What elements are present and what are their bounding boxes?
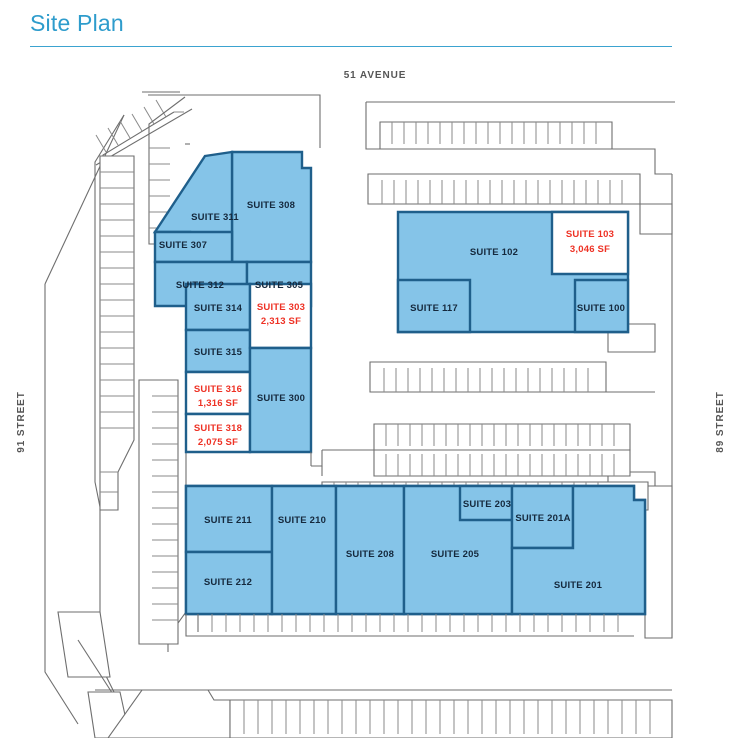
suite-201-label: SUITE 201 xyxy=(554,580,603,591)
suite-100-shape[interactable] xyxy=(573,278,630,334)
suite-203-label: SUITE 203 xyxy=(463,499,511,510)
suite-210-shape[interactable] xyxy=(270,484,338,616)
suite-117-label: SUITE 117 xyxy=(410,303,458,314)
suite-211-label: SUITE 211 xyxy=(204,515,252,526)
parking-row-west-column-3 xyxy=(138,379,179,645)
suite-117-shape[interactable] xyxy=(396,278,472,334)
suite-307-label: SUITE 307 xyxy=(159,240,207,251)
title-divider xyxy=(30,46,672,47)
suite-303-label: SUITE 303 xyxy=(257,302,305,313)
suite-318-label: SUITE 318 xyxy=(194,423,242,434)
suite-103-area: 3,046 SF xyxy=(570,244,610,255)
suite-201-shape[interactable] xyxy=(510,484,647,616)
parking-island-southwest xyxy=(57,611,131,738)
south-building: SUITE 211 SUITE 212 SUITE 210 SUITE 208 … xyxy=(184,484,647,616)
suite-312-label: SUITE 312 xyxy=(176,280,224,291)
street-label-top: 51 AVENUE xyxy=(344,70,407,81)
suite-314-label: SUITE 314 xyxy=(194,303,243,314)
suite-102-label: SUITE 102 xyxy=(470,247,518,258)
suite-103-label: SUITE 103 xyxy=(566,229,614,240)
suite-300-label: SUITE 300 xyxy=(257,393,305,404)
street-label-left: 91 STREET xyxy=(16,391,27,452)
suite-201a-label: SUITE 201A xyxy=(515,513,570,524)
north-building: SUITE 102 SUITE 103 3,046 SF SUITE 117 S… xyxy=(396,210,630,334)
parking-row-north-1 xyxy=(365,101,675,175)
suite-316-area: 1,316 SF xyxy=(198,398,238,409)
site-plan-drawing: 51 AVENUE 91 STREET 89 STREET xyxy=(16,70,726,738)
parking-row-west-column-1 xyxy=(99,155,135,511)
suite-212-label: SUITE 212 xyxy=(204,577,252,588)
suite-103-shape[interactable] xyxy=(550,210,630,276)
suite-308-label: SUITE 308 xyxy=(247,200,295,211)
suite-305-label: SUITE 305 xyxy=(255,280,304,291)
suite-311-label: SUITE 311 xyxy=(191,212,239,223)
west-building: SUITE 308 SUITE 311 SUITE 307 SUITE 312 … xyxy=(152,150,313,454)
suite-318-area: 2,075 SF xyxy=(198,437,238,448)
suite-100-label: SUITE 100 xyxy=(577,303,625,314)
suite-303-area: 2,313 SF xyxy=(261,316,301,327)
page-title: Site Plan xyxy=(30,10,124,36)
street-label-right: 89 STREET xyxy=(715,391,726,452)
suite-210-label: SUITE 210 xyxy=(278,515,326,526)
parking-row-south-2 xyxy=(95,689,673,738)
suite-316-label: SUITE 316 xyxy=(194,384,242,395)
suite-315-label: SUITE 315 xyxy=(194,347,243,358)
suite-208-label: SUITE 208 xyxy=(346,549,394,560)
parking-row-south-1 xyxy=(185,614,634,637)
suite-205-label: SUITE 205 xyxy=(431,549,480,560)
